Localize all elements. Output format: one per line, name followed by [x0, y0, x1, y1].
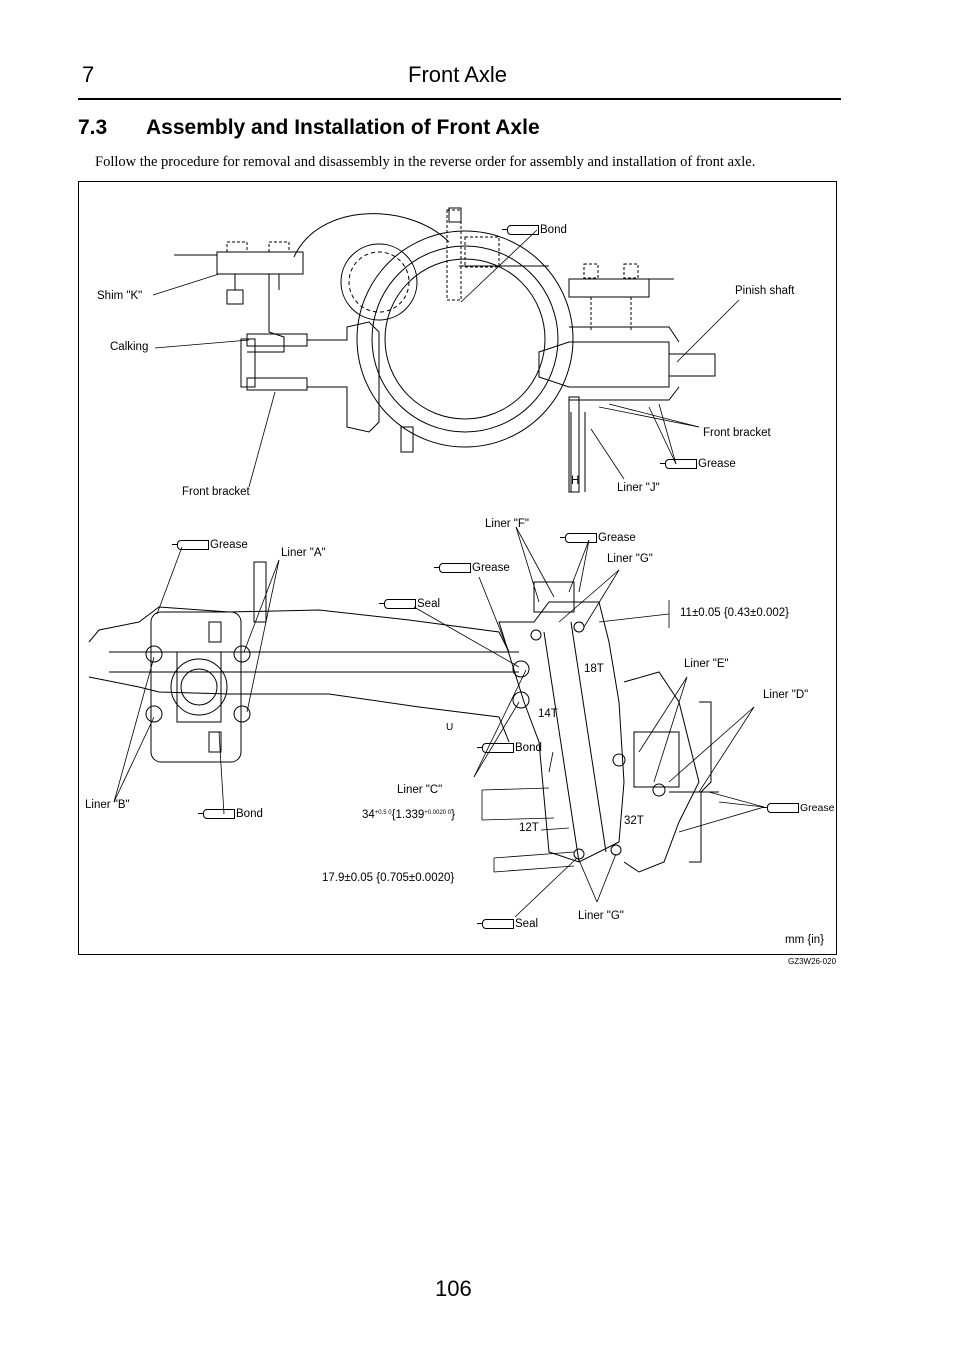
label-u: U [446, 722, 454, 733]
tube-icon [560, 532, 597, 543]
label-shim-k: Shim "K" [97, 290, 143, 302]
tube-icon [379, 598, 416, 609]
label-bond-mid: Bond [477, 742, 542, 754]
page-number: 106 [435, 1276, 472, 1301]
label-units: mm {in} [785, 934, 824, 946]
label-liner-f: Liner "F" [485, 518, 529, 530]
label-dim-34: 34+0.5 0{1.339+0.0020 0} [362, 809, 455, 821]
label-front-bracket-right: Front bracket [703, 427, 771, 439]
assembly-figure: Bond Shim "K" Calking Pinish shaft Front… [78, 181, 837, 955]
label-liner-a: Liner "A" [281, 547, 326, 559]
label-h: H [571, 475, 580, 487]
label-front-bracket-left: Front bracket [182, 486, 250, 498]
label-liner-c: Liner "C" [397, 784, 443, 796]
tube-icon [172, 539, 209, 550]
chapter-title: Front Axle [408, 62, 508, 87]
chapter-number: 7 [82, 62, 95, 87]
label-12t: 12T [519, 822, 539, 834]
section-number: 7.3 [78, 116, 108, 139]
label-grease-right: Grease [762, 802, 834, 814]
label-bond-bottom: Bond [198, 808, 263, 820]
tube-icon [477, 742, 514, 753]
header-rule [78, 98, 841, 100]
tube-icon [198, 808, 235, 819]
label-grease-top: Grease [660, 458, 736, 470]
label-grease-f: Grease [560, 532, 636, 544]
label-liner-g-bottom: Liner "G" [578, 910, 624, 922]
tube-icon [434, 562, 471, 573]
label-liner-e: Liner "E" [684, 658, 729, 670]
section-title: Assembly and Installation of Front Axle [146, 116, 540, 139]
figure-code: GZ3W26-020 [788, 957, 837, 966]
label-bond-top: Bond [502, 224, 567, 236]
label-liner-g-top: Liner "G" [607, 553, 653, 565]
label-liner-j: Liner "J" [617, 482, 660, 494]
label-dim-11: 11±0.05 {0.43±0.002} [680, 607, 789, 619]
label-14t: 14T [538, 708, 558, 720]
axle-drawing [88, 207, 765, 918]
tube-icon [477, 918, 514, 929]
label-liner-b: Liner "B" [85, 799, 130, 811]
label-pinish-shaft: Pinish shaft [735, 285, 795, 297]
label-seal-mid: Seal [379, 598, 440, 610]
label-32t: 32T [624, 815, 644, 827]
label-calking: Calking [110, 341, 149, 353]
tube-icon [762, 803, 799, 814]
label-liner-d: Liner "D" [763, 689, 809, 701]
label-grease-left: Grease [172, 539, 248, 551]
tube-icon [660, 458, 697, 469]
tube-icon [502, 224, 539, 235]
label-dim-17: 17.9±0.05 {0.705±0.0020} [322, 872, 455, 884]
intro-paragraph: Follow the procedure for removal and dis… [95, 154, 756, 170]
label-grease-mid: Grease [434, 562, 510, 574]
label-seal-bottom: Seal [477, 918, 538, 930]
label-18t: 18T [584, 663, 604, 675]
